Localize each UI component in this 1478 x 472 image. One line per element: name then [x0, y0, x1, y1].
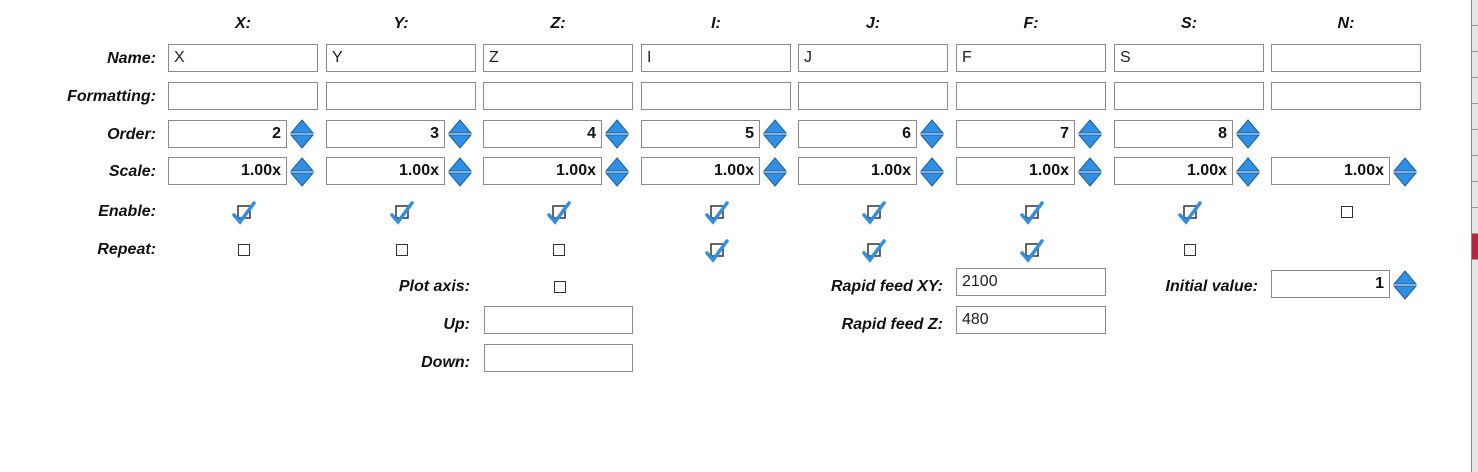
- repeat-checkbox-y[interactable]: [396, 244, 408, 256]
- column-header-i: I:: [711, 15, 721, 32]
- repeat-checkbox-s[interactable]: [1184, 244, 1196, 256]
- enable-checkbox-n[interactable]: [1341, 206, 1353, 218]
- scale-input-i[interactable]: 1.00x: [641, 157, 760, 185]
- name-input-f[interactable]: F: [956, 44, 1106, 72]
- formatting-input-f[interactable]: [956, 82, 1106, 110]
- initial-value-input[interactable]: 1: [1271, 270, 1390, 298]
- scale-input-z[interactable]: 1.00x: [483, 157, 602, 185]
- repeat-checkbox-j[interactable]: [861, 237, 887, 263]
- column-header-f: F:: [1023, 15, 1039, 32]
- scale-spinner-x[interactable]: [289, 157, 315, 187]
- scale-spinner-s[interactable]: [1235, 157, 1261, 187]
- rapid-feed-xy-label: Rapid feed XY:: [830, 278, 943, 295]
- name-input-n[interactable]: [1271, 44, 1421, 72]
- enable-checkbox-f[interactable]: [1019, 199, 1045, 225]
- name-input-i[interactable]: I: [641, 44, 791, 72]
- scale-spinner-j[interactable]: [919, 157, 945, 187]
- enable-checkbox-s[interactable]: [1177, 199, 1203, 225]
- order-spinner-f[interactable]: [1077, 119, 1103, 149]
- order-spinner-x[interactable]: [289, 119, 315, 149]
- formatting-input-n[interactable]: [1271, 82, 1421, 110]
- order-spinner-s[interactable]: [1235, 119, 1261, 149]
- initial-value-label: Initial value:: [1165, 278, 1258, 295]
- order-input-j[interactable]: 6: [798, 120, 917, 148]
- name-input-y[interactable]: Y: [326, 44, 476, 72]
- down-input[interactable]: [484, 344, 633, 372]
- scale-input-f[interactable]: 1.00x: [956, 157, 1075, 185]
- row-label-order: Order:: [107, 126, 156, 143]
- name-input-s[interactable]: S: [1114, 44, 1264, 72]
- scale-input-s[interactable]: 1.00x: [1114, 157, 1233, 185]
- column-header-z: Z:: [550, 15, 566, 32]
- column-header-y: Y:: [393, 15, 409, 32]
- order-spinner-y[interactable]: [447, 119, 473, 149]
- rapid-feed-xy-input[interactable]: 2100: [956, 268, 1106, 296]
- enable-checkbox-j[interactable]: [861, 199, 887, 225]
- name-input-z[interactable]: Z: [483, 44, 633, 72]
- rapid-feed-z-label: Rapid feed Z:: [841, 316, 943, 333]
- enable-checkbox-i[interactable]: [704, 199, 730, 225]
- initial-value-spinner[interactable]: [1392, 270, 1418, 300]
- order-spinner-i[interactable]: [762, 119, 788, 149]
- down-label: Down:: [421, 354, 470, 371]
- up-input[interactable]: [484, 306, 633, 334]
- scale-spinner-y[interactable]: [447, 157, 473, 187]
- rapid-feed-z-input[interactable]: 480: [956, 306, 1106, 334]
- side-scroll-strip[interactable]: [1471, 0, 1478, 472]
- order-spinner-j[interactable]: [919, 119, 945, 149]
- column-header-n: N:: [1337, 15, 1355, 32]
- name-input-x[interactable]: X: [168, 44, 318, 72]
- formatting-input-i[interactable]: [641, 82, 791, 110]
- enable-checkbox-y[interactable]: [389, 199, 415, 225]
- order-input-f[interactable]: 7: [956, 120, 1075, 148]
- formatting-input-j[interactable]: [798, 82, 948, 110]
- plot-axis-checkbox[interactable]: [554, 281, 566, 293]
- scale-spinner-n[interactable]: [1392, 157, 1418, 187]
- scale-input-x[interactable]: 1.00x: [168, 157, 287, 185]
- enable-checkbox-x[interactable]: [231, 199, 257, 225]
- up-label: Up:: [443, 316, 470, 333]
- order-spinner-z[interactable]: [604, 119, 630, 149]
- enable-checkbox-z[interactable]: [546, 199, 572, 225]
- repeat-checkbox-x[interactable]: [238, 244, 250, 256]
- repeat-checkbox-f[interactable]: [1019, 237, 1045, 263]
- formatting-input-x[interactable]: [168, 82, 318, 110]
- formatting-input-s[interactable]: [1114, 82, 1264, 110]
- row-label-name: Name:: [107, 50, 156, 67]
- repeat-checkbox-z[interactable]: [553, 244, 565, 256]
- column-header-x: X:: [235, 15, 251, 32]
- formatting-input-z[interactable]: [483, 82, 633, 110]
- order-input-y[interactable]: 3: [326, 120, 445, 148]
- column-header-j: J:: [865, 15, 881, 32]
- scale-spinner-i[interactable]: [762, 157, 788, 187]
- row-label-repeat: Repeat:: [97, 241, 156, 258]
- column-header-s: S:: [1181, 15, 1197, 32]
- scale-input-n[interactable]: 1.00x: [1271, 157, 1390, 185]
- order-input-i[interactable]: 5: [641, 120, 760, 148]
- row-label-enable: Enable:: [98, 203, 156, 220]
- scale-input-j[interactable]: 1.00x: [798, 157, 917, 185]
- name-input-j[interactable]: J: [798, 44, 948, 72]
- repeat-checkbox-i[interactable]: [704, 237, 730, 263]
- row-label-formatting: Formatting:: [67, 88, 156, 105]
- scale-input-y[interactable]: 1.00x: [326, 157, 445, 185]
- formatting-input-y[interactable]: [326, 82, 476, 110]
- scale-spinner-z[interactable]: [604, 157, 630, 187]
- plot-axis-label: Plot axis:: [398, 278, 470, 295]
- row-label-scale: Scale:: [108, 163, 156, 180]
- scale-spinner-f[interactable]: [1077, 157, 1103, 187]
- order-input-s[interactable]: 8: [1114, 120, 1233, 148]
- order-input-x[interactable]: 2: [168, 120, 287, 148]
- order-input-z[interactable]: 4: [483, 120, 602, 148]
